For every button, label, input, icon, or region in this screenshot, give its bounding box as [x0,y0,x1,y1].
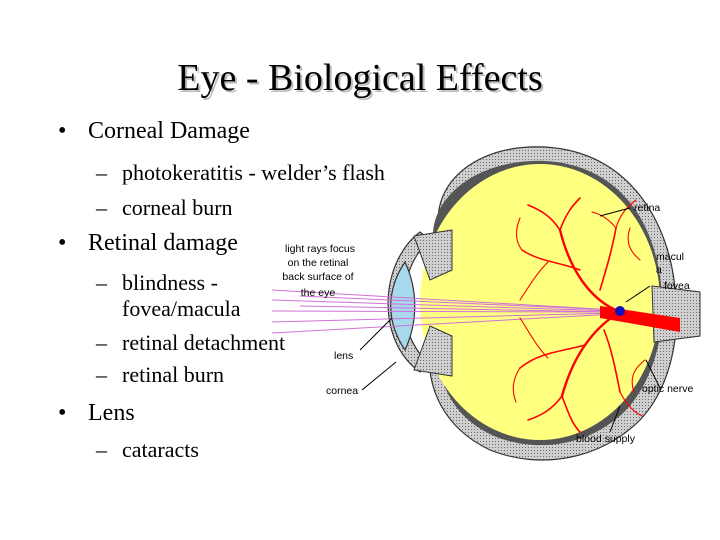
label-macula-line2: a [656,264,662,276]
sub-bullet-text: cataracts [122,437,199,462]
iris-lower [413,325,453,377]
eyeball-interior [420,164,660,440]
light-rays [271,289,616,334]
label-light-rays-line1: light rays focus [285,243,355,255]
dash-marker: – [96,160,107,185]
sub-bullet-blindness: –blindness - [96,270,218,296]
label-blood-supply: blood supply [576,433,636,445]
bullet-marker: • [58,118,67,144]
dash-marker: – [96,195,107,220]
sub-bullet-cataracts: –cataracts [96,437,199,463]
bullet-text: Retinal damage [88,230,238,256]
sub-bullet-corneal-burn: –corneal burn [96,195,233,221]
sub-bullet-retinal-detachment: –retinal detachment [96,330,285,356]
label-macula-line1: macul [656,251,684,263]
label-cornea: cornea [326,385,358,397]
label-light-rays-line3: back surface of [282,271,353,283]
fovea-dot [615,306,625,316]
label-light-rays-line4: the eye [301,287,336,299]
label-light-rays-line2: on the retinal [288,257,349,269]
bullet-marker: • [58,230,67,256]
bullet-corneal-damage: • Corneal Damage [58,118,250,145]
slide-title: Eye - Biological Effects [177,57,543,99]
bullet-marker: • [58,400,67,426]
sub-bullet-text: retinal detachment [122,330,286,355]
optic-nerve-shape [651,285,701,343]
sub-bullet-text: retinal burn [122,362,225,387]
sub-bullet-blindness-continued: fovea/macula [122,296,241,321]
blood-vessels [512,197,646,433]
pointer-lines [359,207,661,433]
label-fovea: fovea [664,280,690,292]
dash-marker: – [96,330,107,355]
label-retina: retina [634,202,660,214]
label-lens: lens [334,350,353,362]
lens-shape [390,260,416,352]
dash-marker: – [96,270,107,295]
bullet-retinal-damage: • Retinal damage [58,230,238,257]
bullet-lens: • Lens [58,400,135,427]
bullet-text: Lens [88,400,135,426]
sub-bullet-retinal-burn: –retinal burn [96,362,224,388]
sub-bullet-photokeratitis: –photokeratitis - welder’s flash [96,160,385,186]
sub-bullet-text: photokeratitis - welder’s flash [122,160,385,185]
sub-bullet-text: corneal burn [122,195,233,220]
dash-marker: – [96,362,107,387]
iris-upper [413,229,453,281]
sub-bullet-text: blindness - [122,270,218,295]
dash-marker: – [96,437,107,462]
label-optic-nerve: optic nerve [642,383,694,395]
bullet-text: Corneal Damage [88,118,250,144]
